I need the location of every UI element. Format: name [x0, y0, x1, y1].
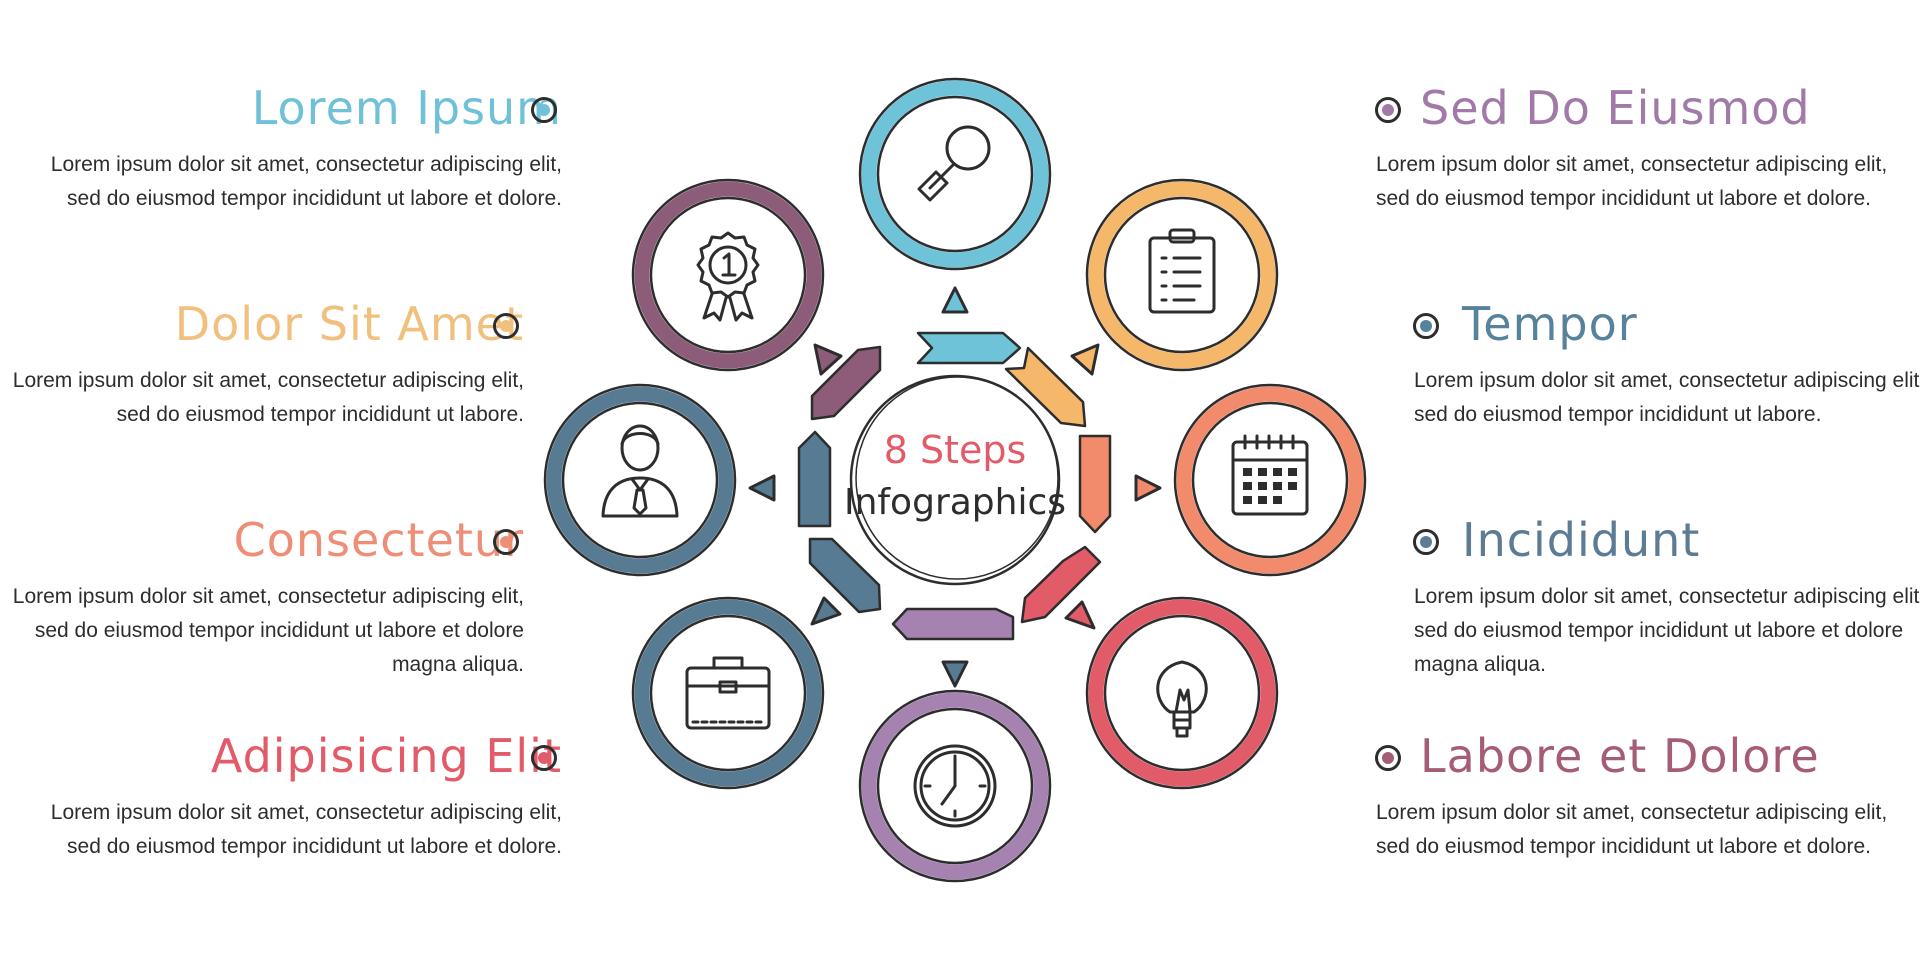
center-subtitle: Infographics — [843, 482, 1067, 523]
pointer-bottom — [941, 660, 969, 688]
cycle-arrow-bottom-right — [1020, 545, 1102, 624]
cycle-arrow-top-left — [810, 345, 882, 421]
bullet-icon — [531, 97, 557, 123]
pointer-right — [1134, 474, 1162, 502]
circle-magnifier — [858, 77, 1052, 271]
bullet-dot-icon — [1382, 104, 1394, 116]
pointer-top-left — [813, 343, 843, 376]
step-description: Lorem ipsum dolor sit amet, consectetur … — [1376, 801, 1888, 858]
step-title: Sed Do Eiusmod — [1420, 81, 1811, 135]
circle-clock — [858, 689, 1052, 883]
calendar-icon — [1231, 434, 1309, 516]
step-consectetur: Consectetur Lorem ipsum dolor sit amet, … — [4, 510, 524, 682]
step-description: Lorem ipsum dolor sit amet, consectetur … — [50, 801, 562, 858]
bullet-dot-icon — [538, 104, 550, 116]
step-adipisicing-elit: Adipisicing Elit Lorem ipsum dolor sit a… — [42, 726, 562, 864]
bullet-icon — [1413, 313, 1439, 339]
step-title: Consectetur — [233, 513, 524, 567]
circle-businessman — [543, 383, 737, 577]
award-ribbon-icon — [696, 231, 760, 322]
step-description: Lorem ipsum dolor sit amet, consectetur … — [1414, 585, 1920, 676]
clock-icon — [913, 744, 997, 828]
cycle-arrow-bottom — [891, 607, 1015, 641]
bullet-dot-icon — [500, 320, 512, 332]
bullet-icon — [1375, 97, 1401, 123]
circle-clipboard — [1085, 178, 1279, 372]
center-title: 8 Steps — [883, 428, 1027, 472]
bullet-dot-icon — [1420, 536, 1432, 548]
circle-light-bulb — [1085, 596, 1279, 790]
briefcase-icon — [685, 656, 771, 730]
step-title: Tempor — [1462, 297, 1638, 351]
cycle-arrow-bottom-left — [808, 537, 882, 614]
pointer-top-right — [1070, 343, 1100, 376]
step-incididunt: Incididunt Lorem ipsum dolor sit amet, c… — [1414, 510, 1920, 682]
circle-calendar — [1173, 383, 1367, 577]
step-dolor-sit-amet: Dolor Sit Amet Lorem ipsum dolor sit ame… — [4, 294, 524, 432]
bullet-dot-icon — [500, 536, 512, 548]
inner-ring — [849, 374, 1061, 586]
step-title: Dolor Sit Amet — [174, 297, 524, 351]
step-labore-et-dolore: Labore et Dolore Lorem ipsum dolor sit a… — [1376, 726, 1896, 864]
pointer-bottom-right — [1064, 600, 1096, 630]
light-bulb-icon — [1156, 660, 1208, 738]
step-description: Lorem ipsum dolor sit amet, consectetur … — [1376, 153, 1888, 210]
businessman-icon — [601, 424, 679, 518]
step-tempor: Tempor Lorem ipsum dolor sit amet, conse… — [1414, 294, 1920, 432]
bullet-icon — [1375, 745, 1401, 771]
step-lorem-ipsum: Lorem Ipsum Lorem ipsum dolor sit amet, … — [42, 78, 562, 216]
step-description: Lorem ipsum dolor sit amet, consectetur … — [12, 585, 524, 676]
cycle-arrow-right — [1078, 434, 1112, 534]
step-title: Labore et Dolore — [1420, 729, 1820, 783]
cycle-arrow-left — [797, 430, 832, 528]
step-title: Adipisicing Elit — [210, 729, 562, 783]
circle-award — [631, 178, 825, 372]
step-title: Incididunt — [1462, 513, 1701, 567]
pointer-left — [748, 474, 776, 502]
bullet-dot-icon — [538, 752, 550, 764]
bullet-icon — [493, 529, 519, 555]
cycle-arrow-top-right — [1004, 346, 1087, 428]
step-description: Lorem ipsum dolor sit amet, consectetur … — [1414, 369, 1920, 426]
bullet-icon — [531, 745, 557, 771]
bullet-icon — [493, 313, 519, 339]
step-title: Lorem Ipsum — [251, 81, 562, 135]
circle-briefcase — [631, 596, 825, 790]
cycle-arrow-top — [916, 331, 1022, 365]
bullet-dot-icon — [1420, 320, 1432, 332]
step-description: Lorem ipsum dolor sit amet, consectetur … — [50, 153, 562, 210]
bullet-dot-icon — [1382, 752, 1394, 764]
clipboard-checklist-icon — [1148, 228, 1216, 314]
pointer-bottom-left — [810, 596, 842, 626]
step-sed-do-eiusmod: Sed Do Eiusmod Lorem ipsum dolor sit ame… — [1376, 78, 1896, 216]
pointer-top — [941, 286, 969, 314]
magnifier-icon — [917, 125, 991, 202]
step-description: Lorem ipsum dolor sit amet, consectetur … — [12, 369, 524, 426]
bullet-icon — [1413, 529, 1439, 555]
